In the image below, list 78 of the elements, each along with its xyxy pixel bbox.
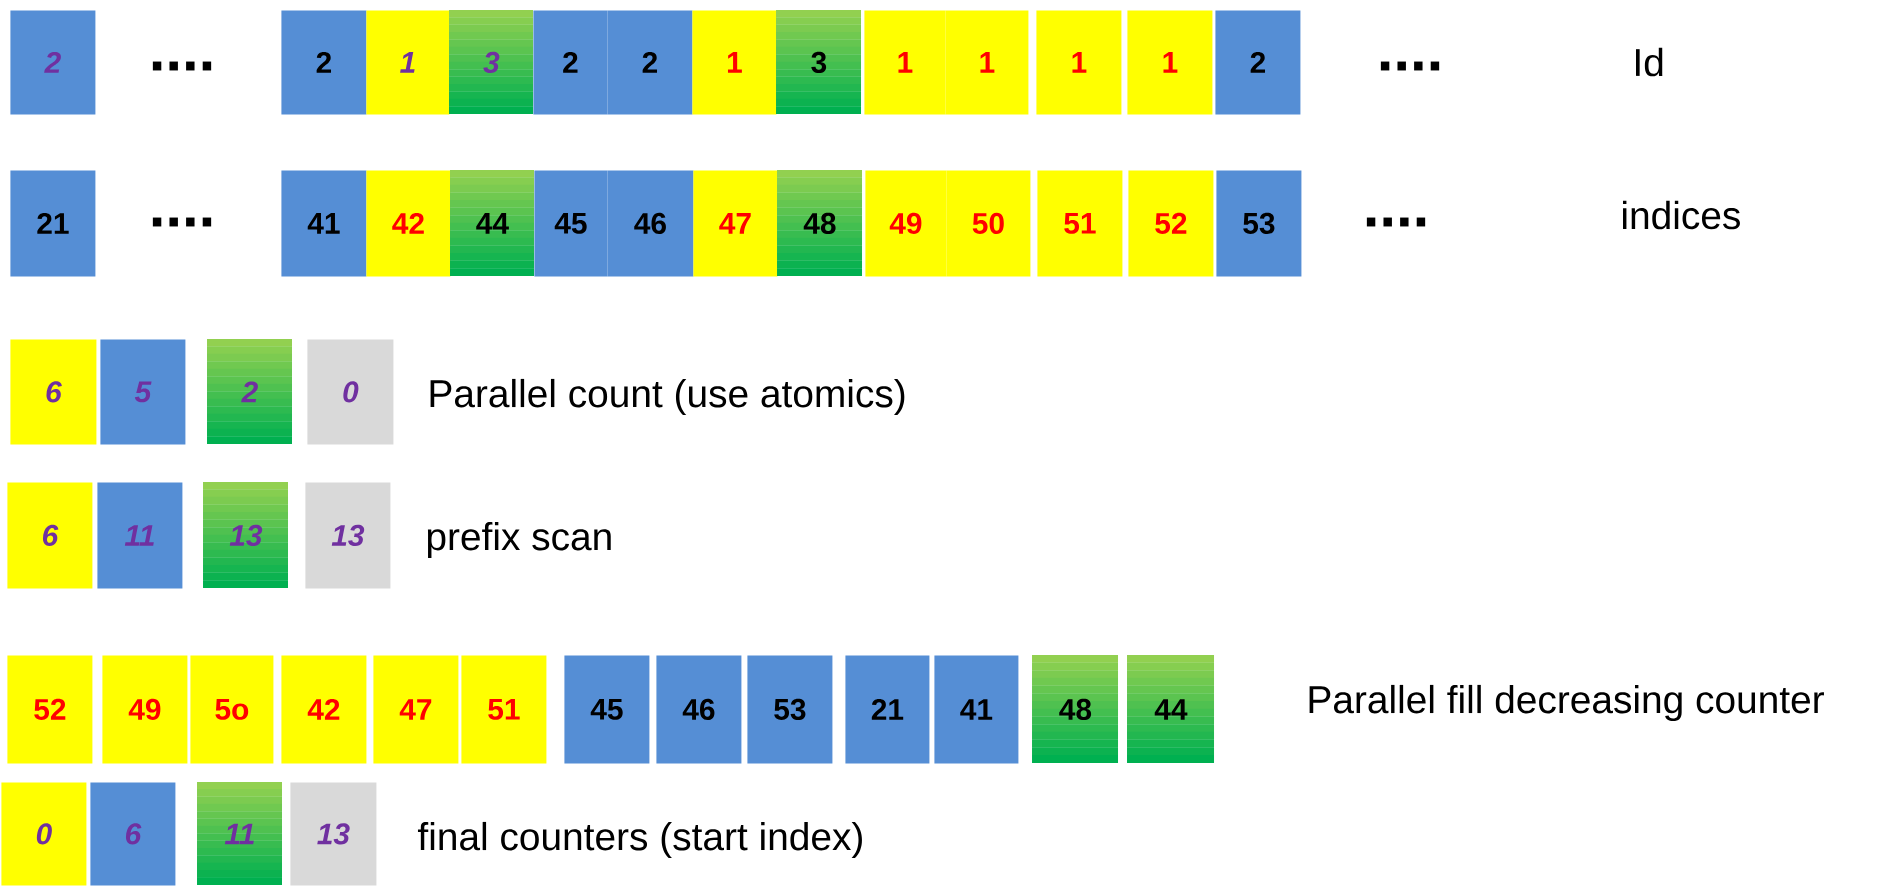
- number-box: 46: [607, 170, 694, 277]
- number-box: 44: [1127, 655, 1214, 763]
- row-label: prefix scan: [427, 521, 611, 559]
- ellipsis: ....: [1380, 61, 1440, 71]
- number-box: 13: [305, 482, 391, 589]
- node-label: 11: [224, 823, 254, 845]
- row-label: indices: [1623, 200, 1740, 230]
- node-label: 49: [889, 212, 922, 234]
- number-box: 52: [7, 655, 93, 764]
- number-box: 2: [10, 10, 96, 115]
- number-box: 48: [777, 170, 862, 276]
- number-box: 53: [747, 655, 833, 764]
- number-box: 3: [449, 10, 533, 114]
- number-box: 41: [281, 170, 367, 277]
- number-box: 6: [7, 482, 93, 589]
- row-label: Parallel fill decreasing counter: [1309, 684, 1824, 722]
- number-box: 49: [102, 655, 188, 764]
- ellipsis: ....: [152, 217, 212, 227]
- number-box: 11: [97, 482, 183, 589]
- number-box: 51: [1037, 170, 1123, 277]
- node-label: 45: [554, 212, 587, 234]
- number-box: 2: [1215, 10, 1301, 115]
- number-box: 45: [534, 170, 608, 277]
- node-label: 46: [634, 212, 666, 234]
- number-box: 11: [197, 782, 282, 885]
- number-box: 2: [607, 10, 693, 115]
- number-box: 1: [366, 10, 450, 115]
- number-box: 0: [1, 782, 87, 886]
- node-label: 48: [803, 212, 836, 234]
- number-box: 1: [864, 10, 946, 115]
- number-box: 5o: [190, 655, 274, 764]
- node-label: 44: [1154, 699, 1188, 720]
- row-label: Parallel count (use atomics): [430, 378, 905, 416]
- number-box: 46: [656, 655, 742, 764]
- node-label: 13: [229, 524, 263, 546]
- number-box: 13: [203, 482, 288, 588]
- number-box: 2: [207, 339, 292, 444]
- number-box: 2: [533, 10, 608, 115]
- node-label: 3: [811, 51, 827, 74]
- row-label: Id: [1636, 47, 1663, 77]
- number-box: 1: [945, 10, 1029, 115]
- number-box: 21: [845, 655, 930, 764]
- number-box: 3: [776, 10, 861, 114]
- number-box: 47: [373, 655, 459, 764]
- row-label: final counters (start index): [417, 821, 862, 859]
- number-box: 2: [281, 10, 367, 115]
- number-box: 1: [692, 10, 777, 115]
- number-box: 42: [281, 655, 367, 764]
- number-box: 0: [307, 339, 394, 445]
- node-label: 2: [241, 381, 258, 403]
- node-label: 2: [563, 51, 578, 73]
- number-box: 51: [461, 655, 547, 764]
- number-box: 47: [693, 170, 778, 277]
- number-box: 21: [10, 170, 96, 277]
- node-label: 1: [980, 52, 995, 73]
- node-label: 44: [476, 213, 509, 234]
- number-box: 1: [1127, 10, 1213, 115]
- node-label: 3: [483, 51, 500, 73]
- number-box: 52: [1128, 170, 1214, 277]
- number-box: 48: [1032, 655, 1118, 763]
- number-box: 13: [290, 782, 377, 886]
- number-box: 45: [564, 655, 650, 764]
- number-box: 50: [946, 170, 1031, 277]
- node-label: 1: [898, 52, 913, 73]
- number-box: 6: [10, 339, 97, 445]
- node-label: 2: [642, 51, 658, 73]
- node-label: 50: [972, 212, 1004, 234]
- number-box: 5: [100, 339, 186, 445]
- number-box: 1: [1036, 10, 1122, 115]
- ellipsis: ....: [152, 61, 212, 71]
- node-label: 48: [1059, 698, 1092, 720]
- number-box: 42: [366, 170, 451, 277]
- number-box: 44: [450, 170, 534, 276]
- ellipsis: ....: [1366, 217, 1426, 227]
- number-box: 53: [1216, 170, 1302, 277]
- number-box: 6: [90, 782, 176, 886]
- number-box: 41: [934, 655, 1019, 764]
- number-box: 49: [865, 170, 947, 277]
